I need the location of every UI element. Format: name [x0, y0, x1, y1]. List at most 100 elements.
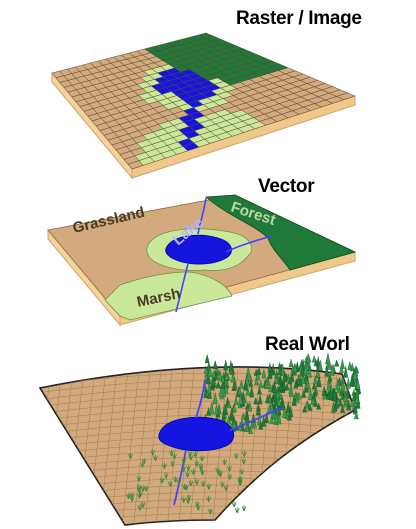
shrub-mark — [233, 452, 239, 459]
tree-mark — [210, 377, 216, 387]
shrub-mark — [219, 481, 225, 488]
tree-mark — [205, 376, 211, 384]
tree-mark — [339, 365, 344, 373]
tree-mark — [243, 382, 248, 391]
shrub-mark — [227, 465, 232, 472]
tree-mark — [240, 390, 246, 400]
tree-mark — [307, 402, 313, 411]
tree-mark — [346, 399, 352, 411]
tree-mark — [281, 379, 287, 391]
tree-mark — [305, 353, 311, 363]
tree-mark — [203, 366, 209, 374]
shrub-mark — [234, 507, 240, 514]
tree-mark — [258, 380, 264, 389]
shrub-mark — [239, 468, 245, 475]
tree-mark — [282, 405, 287, 418]
tree-mark — [239, 379, 244, 389]
tree-mark — [226, 415, 232, 425]
tree-mark — [212, 359, 218, 369]
tree-mark — [335, 378, 341, 390]
shrub-mark — [206, 483, 212, 490]
tree-mark — [224, 372, 230, 381]
tree-mark — [349, 399, 355, 407]
real-forest — [202, 352, 362, 434]
shrub-mark — [129, 495, 135, 502]
shrub-mark — [172, 453, 177, 460]
shrub-mark — [150, 449, 156, 456]
real-river-east — [229, 407, 283, 431]
shrub-mark — [170, 460, 175, 467]
tree-mark — [215, 380, 221, 389]
tree-mark — [278, 381, 284, 391]
terrain-grid-line — [166, 369, 184, 525]
tree-mark — [253, 378, 259, 386]
shrub-mark — [206, 495, 211, 503]
shrub-mark — [200, 469, 205, 476]
shrub-mark — [163, 472, 169, 479]
tree-mark — [326, 378, 332, 391]
shrub-mark — [176, 479, 182, 486]
tree-mark — [261, 369, 267, 379]
tree-mark — [244, 423, 250, 432]
tree-mark — [347, 360, 353, 371]
tree-mark — [354, 410, 359, 420]
tree-mark — [311, 355, 317, 363]
tree-mark — [339, 388, 344, 397]
tree-mark — [300, 372, 306, 384]
tree-mark — [211, 369, 217, 378]
lake-region — [165, 234, 232, 265]
shrub-mark — [136, 475, 142, 482]
tree-mark — [207, 388, 212, 399]
shrub-mark — [181, 466, 186, 473]
shrub-mark — [137, 504, 143, 511]
tree-mark — [340, 380, 346, 390]
shrub-mark — [194, 478, 200, 485]
tree-mark — [310, 396, 316, 405]
marsh-region — [104, 271, 233, 321]
tree-mark — [316, 402, 322, 410]
shrub-mark — [126, 492, 131, 499]
tree-mark — [313, 358, 319, 366]
real-river-south — [173, 449, 187, 506]
vector-river-north — [197, 197, 207, 235]
shrub-mark — [194, 501, 200, 508]
tree-mark — [226, 400, 232, 408]
shrub-mark — [162, 462, 167, 469]
shrub-mark — [153, 454, 158, 462]
shrub-mark — [173, 476, 178, 483]
tree-mark — [273, 375, 279, 384]
tree-mark — [318, 360, 323, 371]
terrain-contour-line — [40, 407, 355, 423]
tree-mark — [232, 377, 237, 390]
tree-mark — [272, 382, 278, 394]
tree-mark — [214, 365, 220, 373]
tree-mark — [240, 412, 246, 420]
tree-mark — [325, 392, 331, 400]
shrub-mark — [186, 494, 192, 501]
tree-mark — [296, 391, 302, 400]
shrub-mark — [241, 450, 247, 457]
real-lake — [158, 416, 234, 452]
tree-mark — [340, 403, 345, 413]
tree-mark — [329, 363, 335, 376]
shrub-mark — [241, 458, 247, 465]
tree-mark — [324, 366, 330, 377]
shrub-mark — [192, 451, 198, 458]
shrub-mark — [181, 457, 187, 464]
tree-mark — [343, 390, 348, 402]
tree-mark — [282, 370, 287, 383]
tree-mark — [258, 420, 264, 430]
tree-mark — [292, 362, 298, 372]
tree-mark — [206, 382, 212, 394]
shrub-mark — [186, 465, 191, 472]
tree-mark — [229, 408, 234, 420]
tree-mark — [203, 387, 209, 399]
terrain-grid-line — [110, 369, 129, 525]
tree-mark — [285, 404, 291, 414]
tree-mark — [223, 405, 229, 415]
shrub-mark — [222, 458, 228, 466]
tree-mark — [327, 360, 333, 370]
shrub-mark — [167, 480, 173, 487]
